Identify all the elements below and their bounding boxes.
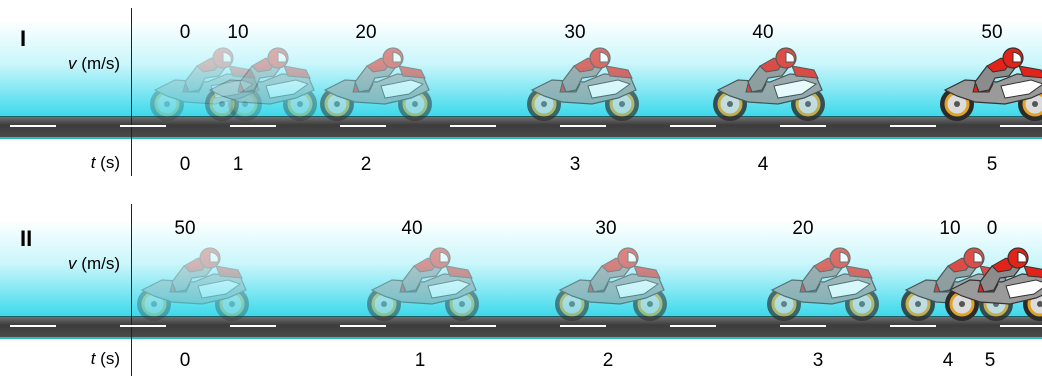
velocity-value: 10 — [939, 218, 960, 240]
time-symbol: t — [91, 153, 96, 172]
velocity-label: v (m/s) — [10, 254, 120, 274]
time-value: 0 — [180, 350, 191, 372]
velocity-unit: (m/s) — [81, 254, 120, 273]
road-dash — [340, 125, 386, 127]
time-value: 3 — [813, 350, 824, 372]
motorcycle-icon — [362, 246, 482, 324]
road-dash — [670, 325, 716, 327]
velocity-unit: (m/s) — [81, 54, 120, 73]
velocity-value: 40 — [752, 22, 773, 44]
velocity-value: 20 — [355, 22, 376, 44]
velocity-value: 0 — [180, 22, 191, 44]
panel-label: I — [20, 26, 26, 52]
road-dash — [120, 325, 166, 327]
time-value: 5 — [987, 154, 998, 176]
velocity-value: 10 — [227, 22, 248, 44]
motorcycle-icon — [132, 246, 252, 324]
road-dash — [890, 325, 936, 327]
time-unit: (s) — [100, 349, 120, 368]
road-dash — [670, 125, 716, 127]
time-symbol: t — [91, 349, 96, 368]
motorcycle-icon — [315, 46, 435, 124]
panel-i: I v (m/s) t (s) 0 10 20 30 40 50 0 1 2 3 4 5 — [0, 0, 1042, 180]
motorcycle-icon — [522, 46, 642, 124]
time-value: 1 — [233, 154, 244, 176]
time-value: 2 — [361, 154, 372, 176]
time-value: 5 — [985, 350, 996, 372]
road-dash — [10, 325, 56, 327]
velocity-value: 0 — [987, 218, 998, 240]
road-dash — [1000, 325, 1042, 327]
velocity-value: 40 — [401, 218, 422, 240]
velocity-value: 30 — [595, 218, 616, 240]
velocity-value: 20 — [792, 218, 813, 240]
motorcycle-icon — [940, 246, 1042, 324]
motorcycle-icon — [708, 46, 828, 124]
motorcycle-icon — [200, 46, 320, 124]
time-value: 4 — [943, 350, 954, 372]
panel-divider — [131, 8, 132, 176]
time-value: 2 — [603, 350, 614, 372]
time-value: 4 — [758, 154, 769, 176]
road-dash — [890, 125, 936, 127]
time-value: 1 — [415, 350, 426, 372]
road-dash — [780, 325, 826, 327]
road-dash — [1000, 125, 1042, 127]
panel-label: II — [20, 226, 32, 252]
road-dash — [230, 325, 276, 327]
panel-ii: II v (m/s) t (s) 50 40 30 20 10 0 0 1 2 3 4 5 — [0, 200, 1042, 376]
velocity-label: v (m/s) — [10, 54, 120, 74]
velocity-symbol: v — [68, 54, 77, 73]
road-dash — [560, 125, 606, 127]
road-dash — [560, 325, 606, 327]
time-value: 3 — [570, 154, 581, 176]
road-dash — [10, 125, 56, 127]
velocity-value: 50 — [174, 218, 195, 240]
time-label: t (s) — [10, 349, 120, 369]
motorcycle-icon — [935, 46, 1042, 124]
time-unit: (s) — [100, 153, 120, 172]
velocity-symbol: v — [68, 254, 77, 273]
motorcycle-icon — [550, 246, 670, 324]
road-dash — [120, 125, 166, 127]
velocity-value: 30 — [564, 22, 585, 44]
road-dash — [450, 125, 496, 127]
road-dash — [340, 325, 386, 327]
road-dash — [230, 125, 276, 127]
road-dash — [780, 125, 826, 127]
road-dash — [450, 325, 496, 327]
time-label: t (s) — [10, 153, 120, 173]
time-value: 0 — [180, 154, 191, 176]
motorcycle-icon — [762, 246, 882, 324]
velocity-value: 50 — [981, 22, 1002, 44]
